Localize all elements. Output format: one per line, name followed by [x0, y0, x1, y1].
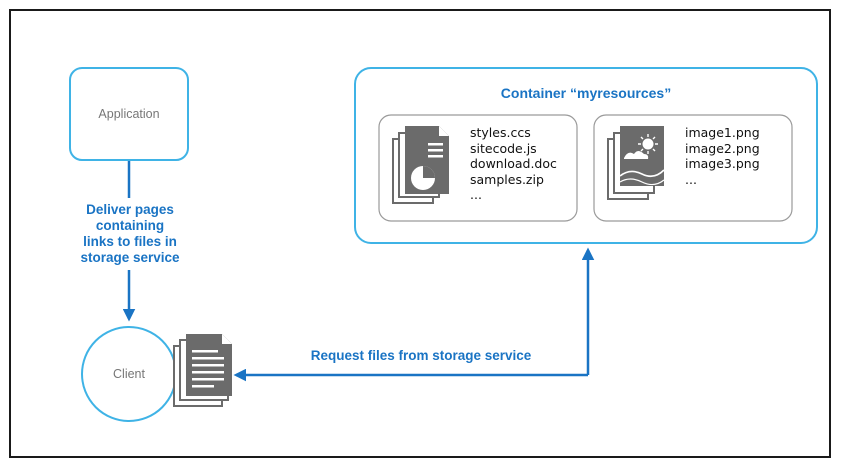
file-item: image1.png: [685, 125, 760, 140]
documents-file-list: styles.ccs sitecode.js download.doc samp…: [470, 125, 557, 203]
file-item: download.doc: [470, 156, 557, 171]
deliver-label-line-4: storage service: [80, 250, 180, 265]
file-item: styles.ccs: [470, 125, 531, 140]
request-label: Request files from storage service: [311, 348, 532, 363]
file-item: sitecode.js: [470, 140, 537, 156]
file-item: image3.png: [685, 156, 760, 171]
deliver-label-line-1: Deliver pages: [86, 202, 174, 217]
document-text-icon: [173, 334, 232, 407]
image-landscape-icon: [607, 126, 665, 200]
file-item: ...: [470, 187, 482, 202]
deliver-label: Deliver pages containing links to files …: [80, 202, 180, 265]
deliver-label-line-2: containing: [96, 218, 164, 233]
file-item: ...: [685, 171, 697, 187]
application-node: [69, 67, 189, 161]
client-label: Client: [113, 367, 145, 381]
file-item: samples.zip: [470, 171, 544, 187]
file-item: image2.png: [685, 140, 760, 156]
application-label: Application: [98, 107, 159, 121]
images-file-list: image1.png image2.png image3.png ...: [685, 125, 760, 187]
container-title: Container “myresources”: [501, 85, 671, 101]
document-chart-icon: [392, 126, 449, 204]
deliver-label-line-3: links to files in: [83, 234, 177, 249]
